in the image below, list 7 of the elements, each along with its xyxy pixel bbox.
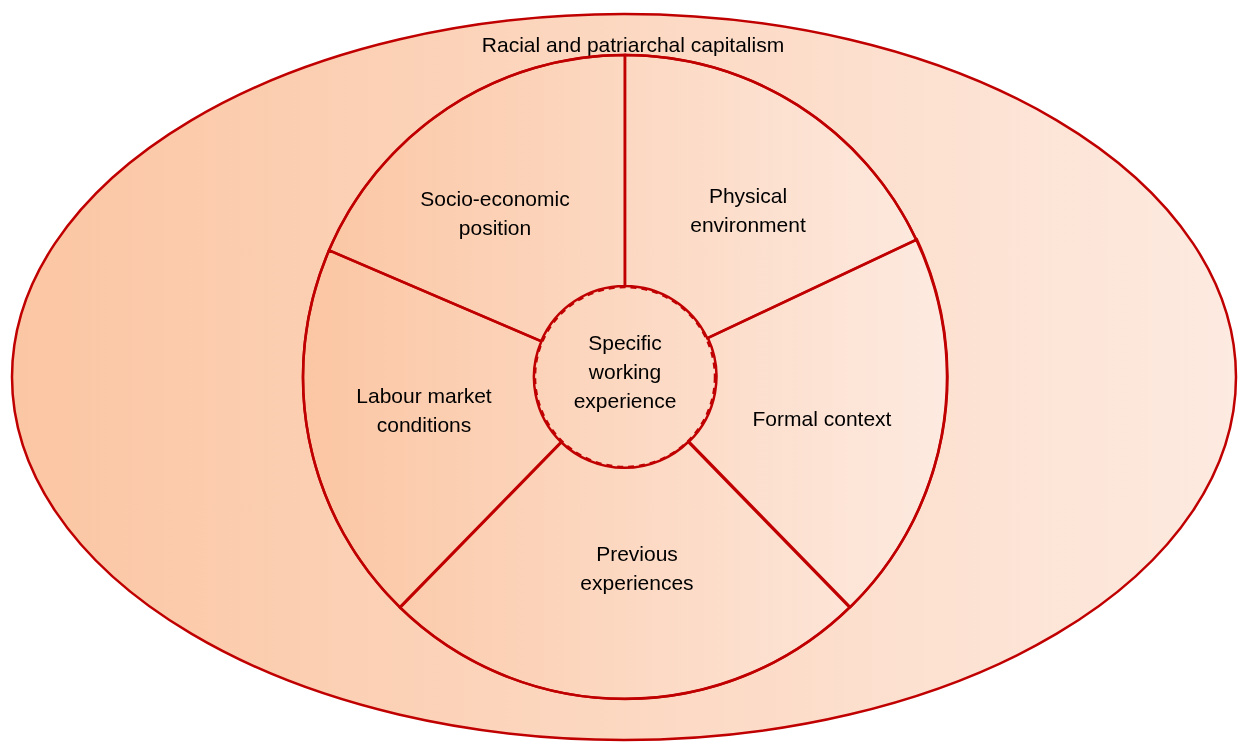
segment-label: Previous experiences xyxy=(579,541,695,596)
segment-label: Physical environment xyxy=(689,183,807,238)
hub-label: Specific working experience xyxy=(572,329,678,414)
segment-label: Labour market conditions xyxy=(355,383,493,438)
outer-label: Racial and patriarchal capitalism xyxy=(480,31,786,58)
segment-label: Formal context xyxy=(751,405,893,432)
segment-label: Socio-economic position xyxy=(419,186,571,241)
